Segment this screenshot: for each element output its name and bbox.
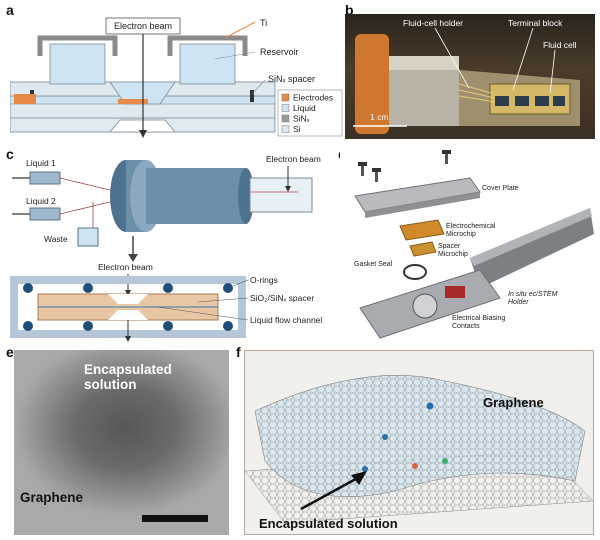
legend-label: Si: [293, 124, 301, 134]
panel-d-cover-label: Cover Plate: [482, 185, 519, 192]
panel-b-scale-label: 1 cm: [370, 112, 388, 122]
panel-c-beam-top-label: Electron beam: [266, 154, 321, 164]
legend-swatch: [281, 93, 290, 102]
panel-b-cell-label: Fluid cell: [543, 40, 577, 50]
panel-a-spacer-label: SiNₓ spacer: [268, 74, 315, 84]
legend-label: Electrodes: [293, 93, 333, 103]
panel-a-reservoir-label: Reservoir: [260, 47, 299, 57]
panel-a-ti-label: Ti: [260, 18, 267, 28]
panel-f-letter: f: [236, 344, 241, 360]
panel-c-spacer-label: SiO₂/SiNₓ spacer: [250, 293, 314, 303]
panel-b-photo: Fluid-cell holder Terminal block Fluid c…: [345, 14, 595, 139]
panel-a-diagram: Electron beam Ti Reservoir SiNₓ spacer E…: [10, 17, 343, 138]
panel-f-solution-label: Encapsulated solution: [259, 516, 398, 531]
panel-b-terminal-label: Terminal block: [508, 18, 563, 28]
panel-c-orings-label: O-rings: [250, 275, 278, 285]
legend-swatch: [281, 104, 290, 112]
panel-c-waste-label: Waste: [44, 234, 68, 244]
panel-c-letter: c: [6, 146, 14, 162]
panel-e-letter: e: [6, 344, 14, 360]
panel-d-gasket-label: Gasket Seal: [354, 261, 393, 268]
panel-f-illustration: Graphene Encapsulated solution: [244, 350, 594, 535]
legend-label: SiNₓ: [293, 114, 310, 124]
panel-c-beam-bottom-label: Electron beam: [98, 262, 153, 272]
panel-b-holder-label: Fluid-cell holder: [403, 18, 463, 28]
panel-b-letter: b: [345, 2, 354, 18]
panel-a-beam-label: Electron beam: [114, 21, 172, 31]
panel-e-graphene-label: Graphene: [20, 490, 84, 505]
panel-c-liquid2-label: Liquid 2: [26, 196, 56, 206]
legend-label: Liquid: [293, 103, 316, 113]
legend-swatch: [281, 114, 290, 123]
panel-e-scale-bar: [142, 515, 208, 522]
panel-a-letter: a: [6, 2, 14, 18]
panel-c-diagram: Liquid 1 Liquid 2 Waste Electron beam El…: [10, 154, 322, 342]
legend-swatch: [281, 125, 290, 133]
panel-f-graphene-label: Graphene: [483, 395, 544, 410]
panel-c-channel-label: Liquid flow channel: [250, 315, 322, 325]
panel-c-liquid1-label: Liquid 1: [26, 158, 56, 168]
